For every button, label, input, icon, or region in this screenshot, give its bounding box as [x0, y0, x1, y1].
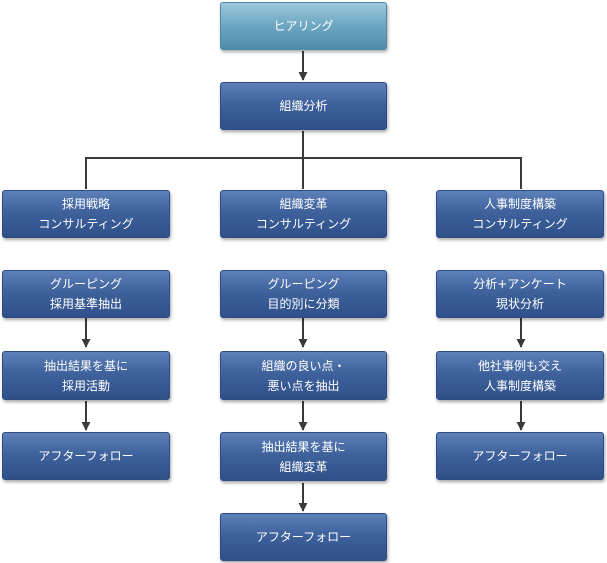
node-hearing-label: ヒアリング [273, 19, 334, 33]
node-center-step3: 抽出結果を基に 組織変革 [220, 432, 387, 481]
node-left-step1: グルーピング 採用基準抽出 [2, 270, 170, 318]
node-center-step4: アフターフォロー [220, 513, 387, 561]
node-right-step1-line2: 現状分析 [495, 297, 544, 311]
node-right-step3: アフターフォロー [436, 432, 604, 480]
node-hearing: ヒアリング [220, 2, 387, 50]
node-center-step3-line2: 組織変革 [279, 459, 328, 474]
node-center-step2-line2: 悪い点を抽出 [267, 378, 340, 393]
node-left-head-line1: 採用戦略 [61, 197, 110, 211]
node-left-step2-line1: 抽出結果を基に [43, 358, 128, 373]
node-left-step1-line2: 採用基準抽出 [49, 297, 122, 311]
node-center-step1: グルーピング 目的別に分類 [220, 270, 387, 318]
node-left-step3: アフターフォロー [2, 432, 170, 480]
node-org-analysis: 組織分析 [220, 82, 387, 130]
node-left-head-line2: コンサルティング [38, 217, 134, 231]
node-right-head-line1: 人事制度構築 [483, 197, 556, 211]
node-center-step2: 組織の良い点・ 悪い点を抽出 [220, 351, 387, 400]
node-center-head-line1: 組織変革 [279, 197, 328, 211]
node-center-head-line2: コンサルティング [255, 217, 352, 231]
node-right-step2-line2: 人事制度構築 [483, 378, 556, 393]
node-right-step2-line1: 他社事例も交え [477, 358, 562, 373]
node-right-head: 人事制度構築 コンサルティング [436, 190, 604, 238]
node-center-step3-line1: 抽出結果を基に [261, 439, 346, 454]
node-center-step1-line1: グルーピング [267, 277, 340, 291]
node-center-step1-line2: 目的別に分類 [267, 297, 340, 311]
node-left-step2-line2: 採用活動 [61, 378, 110, 393]
node-left-head: 採用戦略 コンサルティング [2, 190, 170, 238]
node-org-analysis-label: 組織分析 [279, 99, 328, 113]
node-right-step3-line1: アフターフォロー [472, 449, 568, 463]
node-center-head: 組織変革 コンサルティング [220, 190, 387, 238]
node-right-head-line2: コンサルティング [472, 217, 568, 231]
node-right-step2: 他社事例も交え 人事制度構築 [436, 351, 604, 400]
node-center-step4-line1: アフターフォロー [255, 530, 352, 544]
node-left-step1-line1: グルーピング [49, 277, 122, 291]
node-left-step3-line1: アフターフォロー [38, 449, 134, 463]
node-left-step2: 抽出結果を基に 採用活動 [2, 351, 170, 400]
node-center-step2-line1: 組織の良い点・ [261, 358, 346, 373]
node-right-step1-line1: 分析+アンケート [473, 277, 567, 291]
node-right-step1: 分析+アンケート 現状分析 [436, 270, 604, 318]
